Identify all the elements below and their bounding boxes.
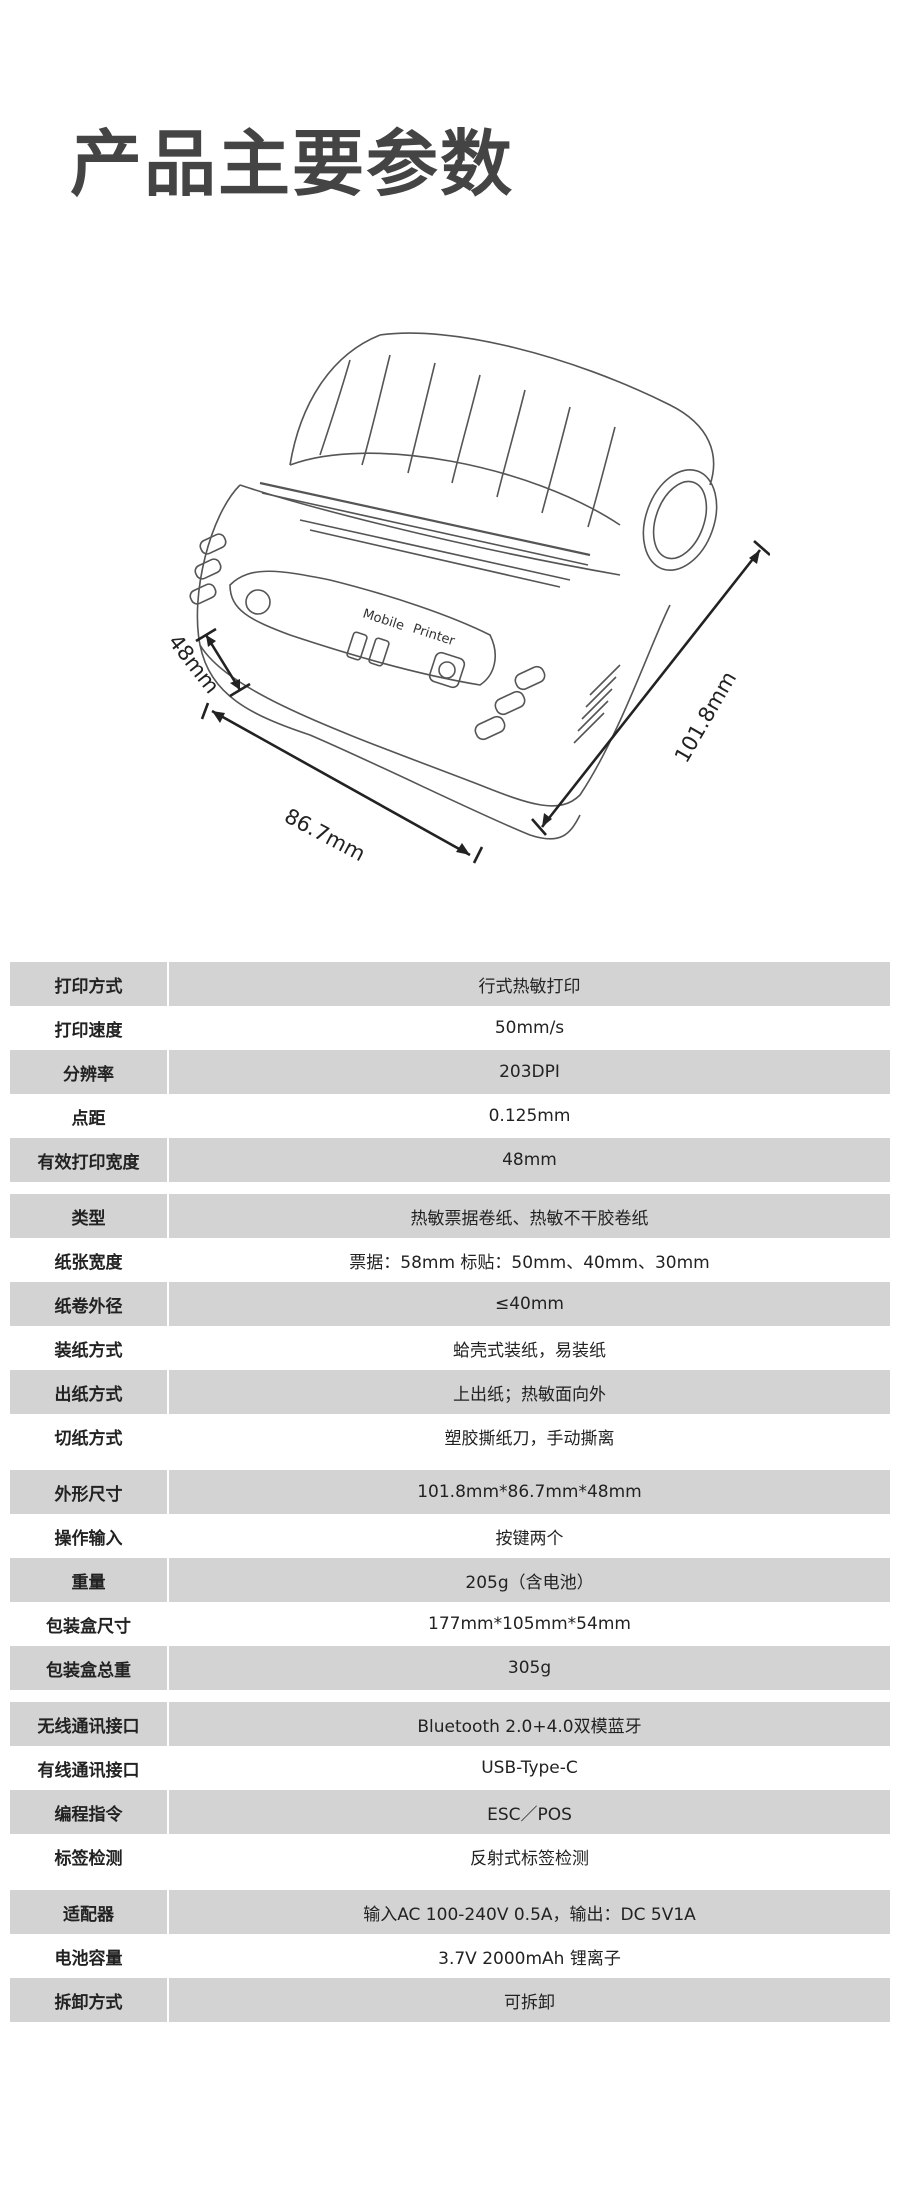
spec-value: 205g（含电池） bbox=[169, 1558, 890, 1602]
spec-group: 类型热敏票据卷纸、热敏不干胶卷纸纸张宽度 票据：58mm 标贴：50mm、40mm… bbox=[10, 1194, 890, 1458]
spec-row: 切纸方式 塑胶撕纸刀，手动撕离 bbox=[10, 1414, 890, 1458]
spec-row: 适配器输入AC 100-240V 0.5A，输出：DC 5V1A bbox=[10, 1890, 890, 1934]
spec-row: 打印速度 50mm/s bbox=[10, 1006, 890, 1050]
spec-label: 打印方式 bbox=[10, 962, 167, 1006]
printer-label-mobile: Mobile bbox=[361, 607, 406, 634]
spec-label: 装纸方式 bbox=[54, 1340, 123, 1361]
spec-value: USB-Type-C bbox=[481, 1758, 578, 1778]
spec-value: 蛤壳式装纸，易装纸 bbox=[453, 1340, 606, 1361]
spec-value: 按键两个 bbox=[495, 1528, 564, 1549]
spec-row: 有线通讯接口 USB-Type-C bbox=[10, 1746, 890, 1790]
spec-label: 包装盒尺寸 bbox=[46, 1616, 131, 1637]
page-title: 产品主要参数 bbox=[70, 122, 515, 206]
spec-row: 操作输入 按键两个 bbox=[10, 1514, 890, 1558]
spec-value: 101.8mm*86.7mm*48mm bbox=[169, 1470, 890, 1514]
spec-value: 行式热敏打印 bbox=[169, 962, 890, 1006]
spec-row: 纸卷外径≤40mm bbox=[10, 1282, 890, 1326]
printer-label-printer: Printer bbox=[411, 622, 457, 650]
spec-label: 打印速度 bbox=[54, 1020, 123, 1041]
spec-value: 可拆卸 bbox=[169, 1978, 890, 2022]
spec-value: 输入AC 100-240V 0.5A，输出：DC 5V1A bbox=[169, 1890, 890, 1934]
spec-row: 打印方式行式热敏打印 bbox=[10, 962, 890, 1006]
spec-label: 拆卸方式 bbox=[10, 1978, 167, 2022]
spec-value: 票据：58mm 标贴：50mm、40mm、30mm bbox=[349, 1252, 710, 1273]
spec-label: 切纸方式 bbox=[54, 1428, 123, 1449]
spec-group: 适配器输入AC 100-240V 0.5A，输出：DC 5V1A 电池容量 3.7V… bbox=[10, 1890, 890, 2022]
spec-value: 203DPI bbox=[169, 1050, 890, 1094]
spec-row: 拆卸方式可拆卸 bbox=[10, 1978, 890, 2022]
spec-value: ≤40mm bbox=[169, 1282, 890, 1326]
spec-label: 无线通讯接口 bbox=[10, 1702, 167, 1746]
spec-label: 纸张宽度 bbox=[54, 1252, 123, 1273]
spec-row: 类型热敏票据卷纸、热敏不干胶卷纸 bbox=[10, 1194, 890, 1238]
spec-label: 外形尺寸 bbox=[10, 1470, 167, 1514]
spec-value: Bluetooth 2.0+4.0双模蓝牙 bbox=[169, 1702, 890, 1746]
spec-row: 装纸方式 蛤壳式装纸，易装纸 bbox=[10, 1326, 890, 1370]
spec-label: 有线通讯接口 bbox=[37, 1760, 140, 1781]
spec-row: 点距 0.125mm bbox=[10, 1094, 890, 1138]
spec-row: 纸张宽度 票据：58mm 标贴：50mm、40mm、30mm bbox=[10, 1238, 890, 1282]
spec-value: 塑胶撕纸刀，手动撕离 bbox=[444, 1428, 615, 1449]
spec-row: 电池容量 3.7V 2000mAh 锂离子 bbox=[10, 1934, 890, 1978]
spec-label: 电池容量 bbox=[54, 1948, 123, 1969]
spec-value: 48mm bbox=[169, 1138, 890, 1182]
spec-row: 标签检测 反射式标签检测 bbox=[10, 1834, 890, 1878]
spec-label: 分辨率 bbox=[10, 1050, 167, 1094]
spec-value: 177mm*105mm*54mm bbox=[428, 1614, 631, 1634]
spec-label: 出纸方式 bbox=[10, 1370, 167, 1414]
spec-label: 操作输入 bbox=[54, 1528, 123, 1549]
spec-label: 重量 bbox=[10, 1558, 167, 1602]
spec-label: 点距 bbox=[71, 1108, 106, 1129]
spec-value: 上出纸；热敏面向外 bbox=[169, 1370, 890, 1414]
spec-label: 编程指令 bbox=[10, 1790, 167, 1834]
spec-value: 0.125mm bbox=[488, 1106, 571, 1126]
spec-label: 适配器 bbox=[10, 1890, 167, 1934]
spec-label: 有效打印宽度 bbox=[10, 1138, 167, 1182]
spec-label: 包装盒总重 bbox=[10, 1646, 167, 1690]
spec-value: 3.7V 2000mAh 锂离子 bbox=[438, 1948, 621, 1969]
spec-value: 50mm/s bbox=[494, 1018, 565, 1038]
spec-value: 反射式标签检测 bbox=[470, 1848, 589, 1869]
spec-row: 出纸方式上出纸；热敏面向外 bbox=[10, 1370, 890, 1414]
spec-value: ESC／POS bbox=[169, 1790, 890, 1834]
spec-label: 类型 bbox=[10, 1194, 167, 1238]
spec-value: 热敏票据卷纸、热敏不干胶卷纸 bbox=[169, 1194, 890, 1238]
spec-label: 纸卷外径 bbox=[10, 1282, 167, 1326]
spec-label: 标签检测 bbox=[54, 1848, 123, 1869]
spec-value: 305g bbox=[169, 1646, 890, 1690]
printer-illustration: Mobile Printer bbox=[189, 332, 770, 864]
spec-row: 包装盒尺寸 177mm*105mm*54mm bbox=[10, 1602, 890, 1646]
